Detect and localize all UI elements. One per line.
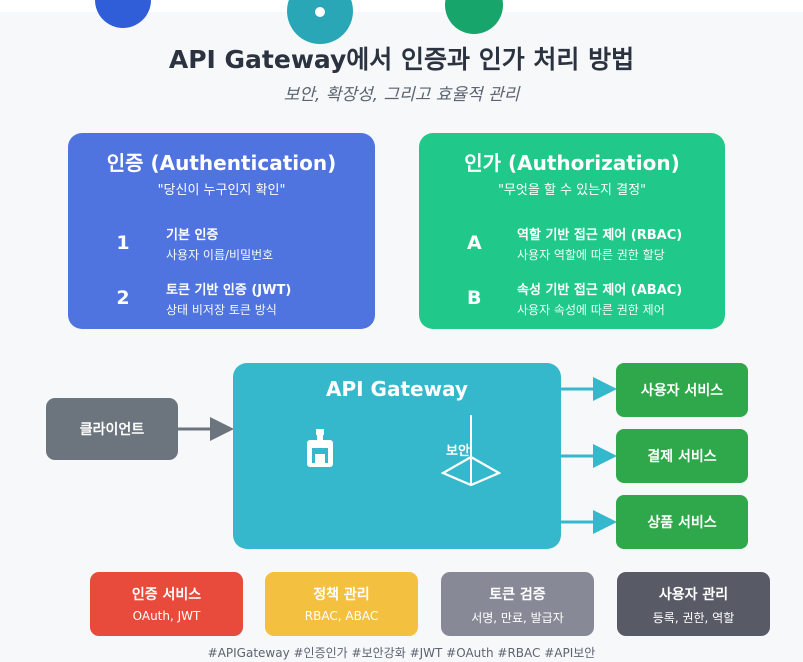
tile-description: RBAC, ABAC	[304, 609, 379, 623]
authentication-card: 인증 (Authentication) "당신이 누구인지 확인" 1 기본 인…	[68, 133, 375, 329]
lock-icon	[307, 429, 333, 467]
item-title: 토큰 기반 인증 (JWT)	[166, 283, 292, 298]
authorization-card: 인가 (Authorization) "무엇을 할 수 있는지 결정" A 역할…	[419, 133, 725, 329]
list-item: 2 토큰 기반 인증 (JWT) 상태 비저장 토큰 방식	[68, 277, 375, 321]
authentication-subtitle: "당신이 누구인지 확인"	[157, 183, 286, 198]
list-item: B 속성 기반 접근 제어 (ABAC) 사용자 속성에 따른 권한 제어	[419, 277, 725, 321]
security-label: 보안	[446, 444, 470, 459]
client-node: 클라이언트	[46, 398, 178, 460]
tile-title: 인증 서비스	[131, 587, 202, 603]
payment-service-node: 결제 서비스	[616, 429, 748, 483]
tile-title: 정책 관리	[313, 587, 370, 603]
policy-management-tile: 정책 관리 RBAC, ABAC	[265, 572, 418, 636]
auth-service-tile: 인증 서비스 OAuth, JWT	[90, 572, 243, 636]
authorization-subtitle: "무엇을 할 수 있는지 결정"	[497, 183, 647, 198]
item-title: 역할 기반 접근 제어 (RBAC)	[517, 228, 683, 243]
item-title: 기본 인증	[166, 228, 219, 243]
tile-description: 등록, 권한, 역할	[652, 611, 735, 625]
page-title: API Gateway에서 인증과 인가 처리 방법	[168, 45, 635, 74]
item-description: 사용자 속성에 따른 권한 제어	[517, 303, 665, 317]
item-number: 1	[116, 232, 130, 254]
item-letter: B	[467, 287, 482, 309]
tile-title: 토큰 검증	[489, 587, 546, 603]
gateway-title: API Gateway	[326, 377, 468, 401]
diagram-canvas	[0, 12, 803, 662]
item-letter: A	[467, 232, 482, 254]
tile-description: 서명, 만료, 발급자	[471, 611, 564, 625]
decorative-dot	[315, 7, 325, 17]
user-management-tile: 사용자 관리 등록, 권한, 역할	[617, 572, 770, 636]
tile-title: 사용자 관리	[658, 587, 729, 603]
item-title: 속성 기반 접근 제어 (ABAC)	[517, 283, 683, 298]
item-description: 사용자 이름/비밀번호	[166, 248, 274, 262]
product-service-node: 상품 서비스	[616, 495, 748, 549]
user-service-node: 사용자 서비스	[616, 363, 748, 417]
hashtags: #APIGateway #인증인가 #보안강화 #JWT #OAuth #RBA…	[207, 646, 596, 660]
api-gateway-node: API Gateway 보안	[233, 363, 561, 549]
list-item: 1 기본 인증 사용자 이름/비밀번호	[68, 222, 375, 266]
item-description: 사용자 역할에 따른 권한 할당	[517, 248, 665, 262]
item-number: 2	[116, 287, 130, 309]
authentication-title: 인증 (Authentication)	[106, 151, 337, 175]
item-description: 상태 비저장 토큰 방식	[166, 303, 277, 317]
shield-icon	[441, 415, 501, 487]
list-item: A 역할 기반 접근 제어 (RBAC) 사용자 역할에 따른 권한 할당	[419, 222, 725, 266]
token-validation-tile: 토큰 검증 서명, 만료, 발급자	[441, 572, 594, 636]
authorization-title: 인가 (Authorization)	[464, 151, 680, 175]
tile-description: OAuth, JWT	[132, 609, 201, 623]
page-subtitle: 보안, 확장성, 그리고 효율적 관리	[283, 85, 520, 105]
